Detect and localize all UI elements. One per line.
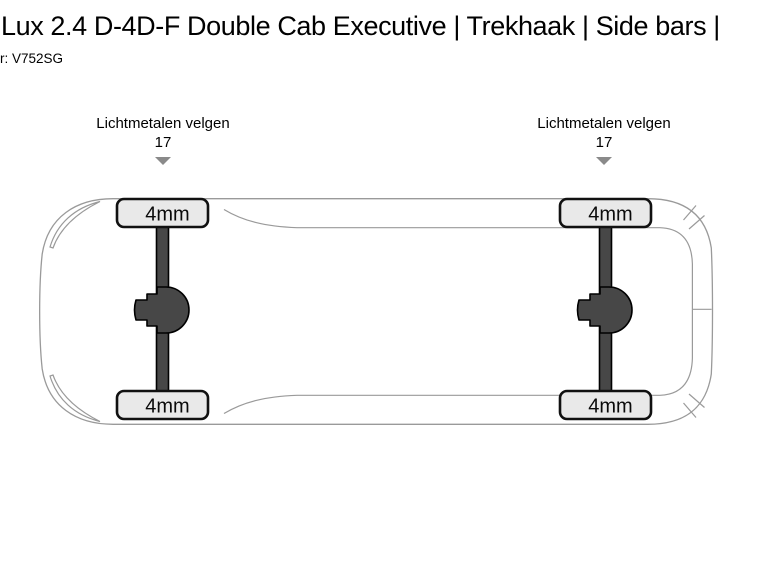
rear-corner-seam-top-2 <box>688 215 705 230</box>
wheel-label-front-size: 17 <box>154 134 172 151</box>
rear-differential <box>576 286 633 334</box>
tire-rear-bottom: 4mm <box>558 389 653 421</box>
wheel-label-rear-text: Lichtmetalen velgen <box>537 115 671 132</box>
vehicle-body <box>39 198 714 425</box>
front-differential <box>133 286 190 334</box>
tread-value-rear-bottom: 4mm <box>588 396 632 418</box>
rear-axle <box>576 221 633 401</box>
inner-body-line <box>223 208 693 415</box>
wheel-label-front-text: Lichtmetalen velgen <box>96 115 230 132</box>
rear-corner-seam-bottom-1 <box>683 402 697 418</box>
tread-value-front-top: 4mm <box>145 204 189 226</box>
tread-value-rear-top: 4mm <box>588 204 632 226</box>
windshield-crescent-top <box>49 200 101 249</box>
windshield-crescent-bottom <box>49 374 101 423</box>
wheel-label-front: Lichtmetalen velgen 17 <box>33 114 293 165</box>
tire-shape <box>115 197 210 229</box>
arrow-down-icon <box>596 157 612 165</box>
tire-shape <box>115 389 210 421</box>
tire-shape <box>558 197 653 229</box>
arrow-down-icon <box>155 157 171 165</box>
vehicle-body-outline <box>39 198 714 425</box>
tread-value-front-bottom: 4mm <box>145 396 189 418</box>
wheel-label-rear: Lichtmetalen velgen 17 <box>474 114 734 165</box>
registration-number: r: V752SG <box>0 51 64 66</box>
tire-front-top: 4mm <box>115 197 210 229</box>
rear-corner-seam-bottom-2 <box>688 393 705 408</box>
tire-front-bottom: 4mm <box>115 389 210 421</box>
tire-rear-top: 4mm <box>558 197 653 229</box>
rear-corner-seam-top-1 <box>683 205 697 221</box>
wheel-label-rear-size: 17 <box>595 134 613 151</box>
front-axle <box>133 221 190 401</box>
page-title: Lux 2.4 D-4D-F Double Cab Executive | Tr… <box>1 11 720 41</box>
tire-shape <box>558 389 653 421</box>
